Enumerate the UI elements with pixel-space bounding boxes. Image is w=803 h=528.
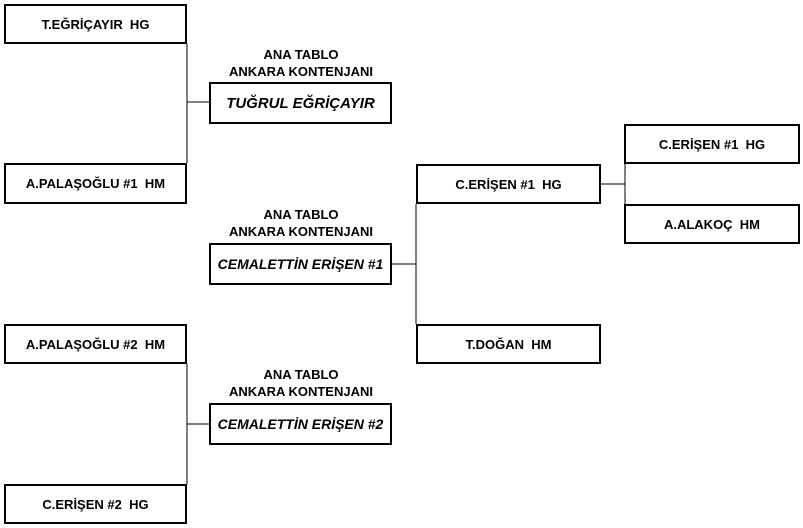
player-name: C.ERİŞEN #1 HG (455, 176, 562, 192)
player-name: T.EĞRİÇAYIR HG (41, 16, 150, 32)
player-name: T.DOĞAN HM (465, 336, 552, 352)
player-box-c-erisen-2: C.ERİŞEN #2 HG (4, 484, 187, 524)
caption-line2: ANKARA KONTENJANI (229, 64, 373, 79)
winner-box-cemalettin-erisen-2: CEMALETTİN ERİŞEN #2 (209, 403, 392, 445)
player-name: A.ALAKOÇ HM (663, 216, 761, 232)
winner-box-cemalettin-erisen-1: CEMALETTİN ERİŞEN #1 (209, 243, 392, 285)
winner-name: CEMALETTİN ERİŞEN #2 (217, 416, 384, 432)
player-box-t-egricayir: T.EĞRİÇAYIR HG (4, 4, 187, 44)
player-name: C.ERİŞEN #1 HG (658, 136, 766, 152)
caption-line1: ANA TABLO (263, 47, 339, 62)
caption-line2: ANKARA KONTENJANI (229, 224, 373, 239)
player-box-t-dogan: T.DOĞAN HM (416, 324, 601, 364)
winner-box-tugrul-egricayir: TUĞRUL EĞRİÇAYIR (209, 82, 392, 124)
player-name: A.PALAŞOĞLU #1 HM (25, 176, 166, 191)
caption-line1: ANA TABLO (263, 207, 339, 222)
player-box-c-erisen-1-right: C.ERİŞEN #1 HG (624, 124, 800, 164)
player-box-a-alakoc: A.ALAKOÇ HM (624, 204, 800, 244)
player-box-a-palasoglu-1: A.PALAŞOĞLU #1 HM (4, 163, 187, 204)
player-name: A.PALAŞOĞLU #2 HM (25, 336, 166, 352)
caption-1: ANA TABLO ANKARA KONTENJANI (201, 46, 401, 80)
winner-name: CEMALETTİN ERİŞEN #1 (217, 256, 384, 272)
player-box-c-erisen-1-mid: C.ERİŞEN #1 HG (416, 164, 601, 204)
caption-2: ANA TABLO ANKARA KONTENJANI (201, 206, 401, 240)
winner-name: TUĞRUL EĞRİÇAYIR (226, 94, 375, 112)
caption-line2: ANKARA KONTENJANI (229, 384, 373, 399)
caption-3: ANA TABLO ANKARA KONTENJANI (201, 366, 401, 400)
caption-line1: ANA TABLO (263, 367, 339, 382)
player-name: C.ERİŞEN #2 HG (42, 496, 149, 512)
player-box-a-palasoglu-2: A.PALAŞOĞLU #2 HM (4, 324, 187, 364)
